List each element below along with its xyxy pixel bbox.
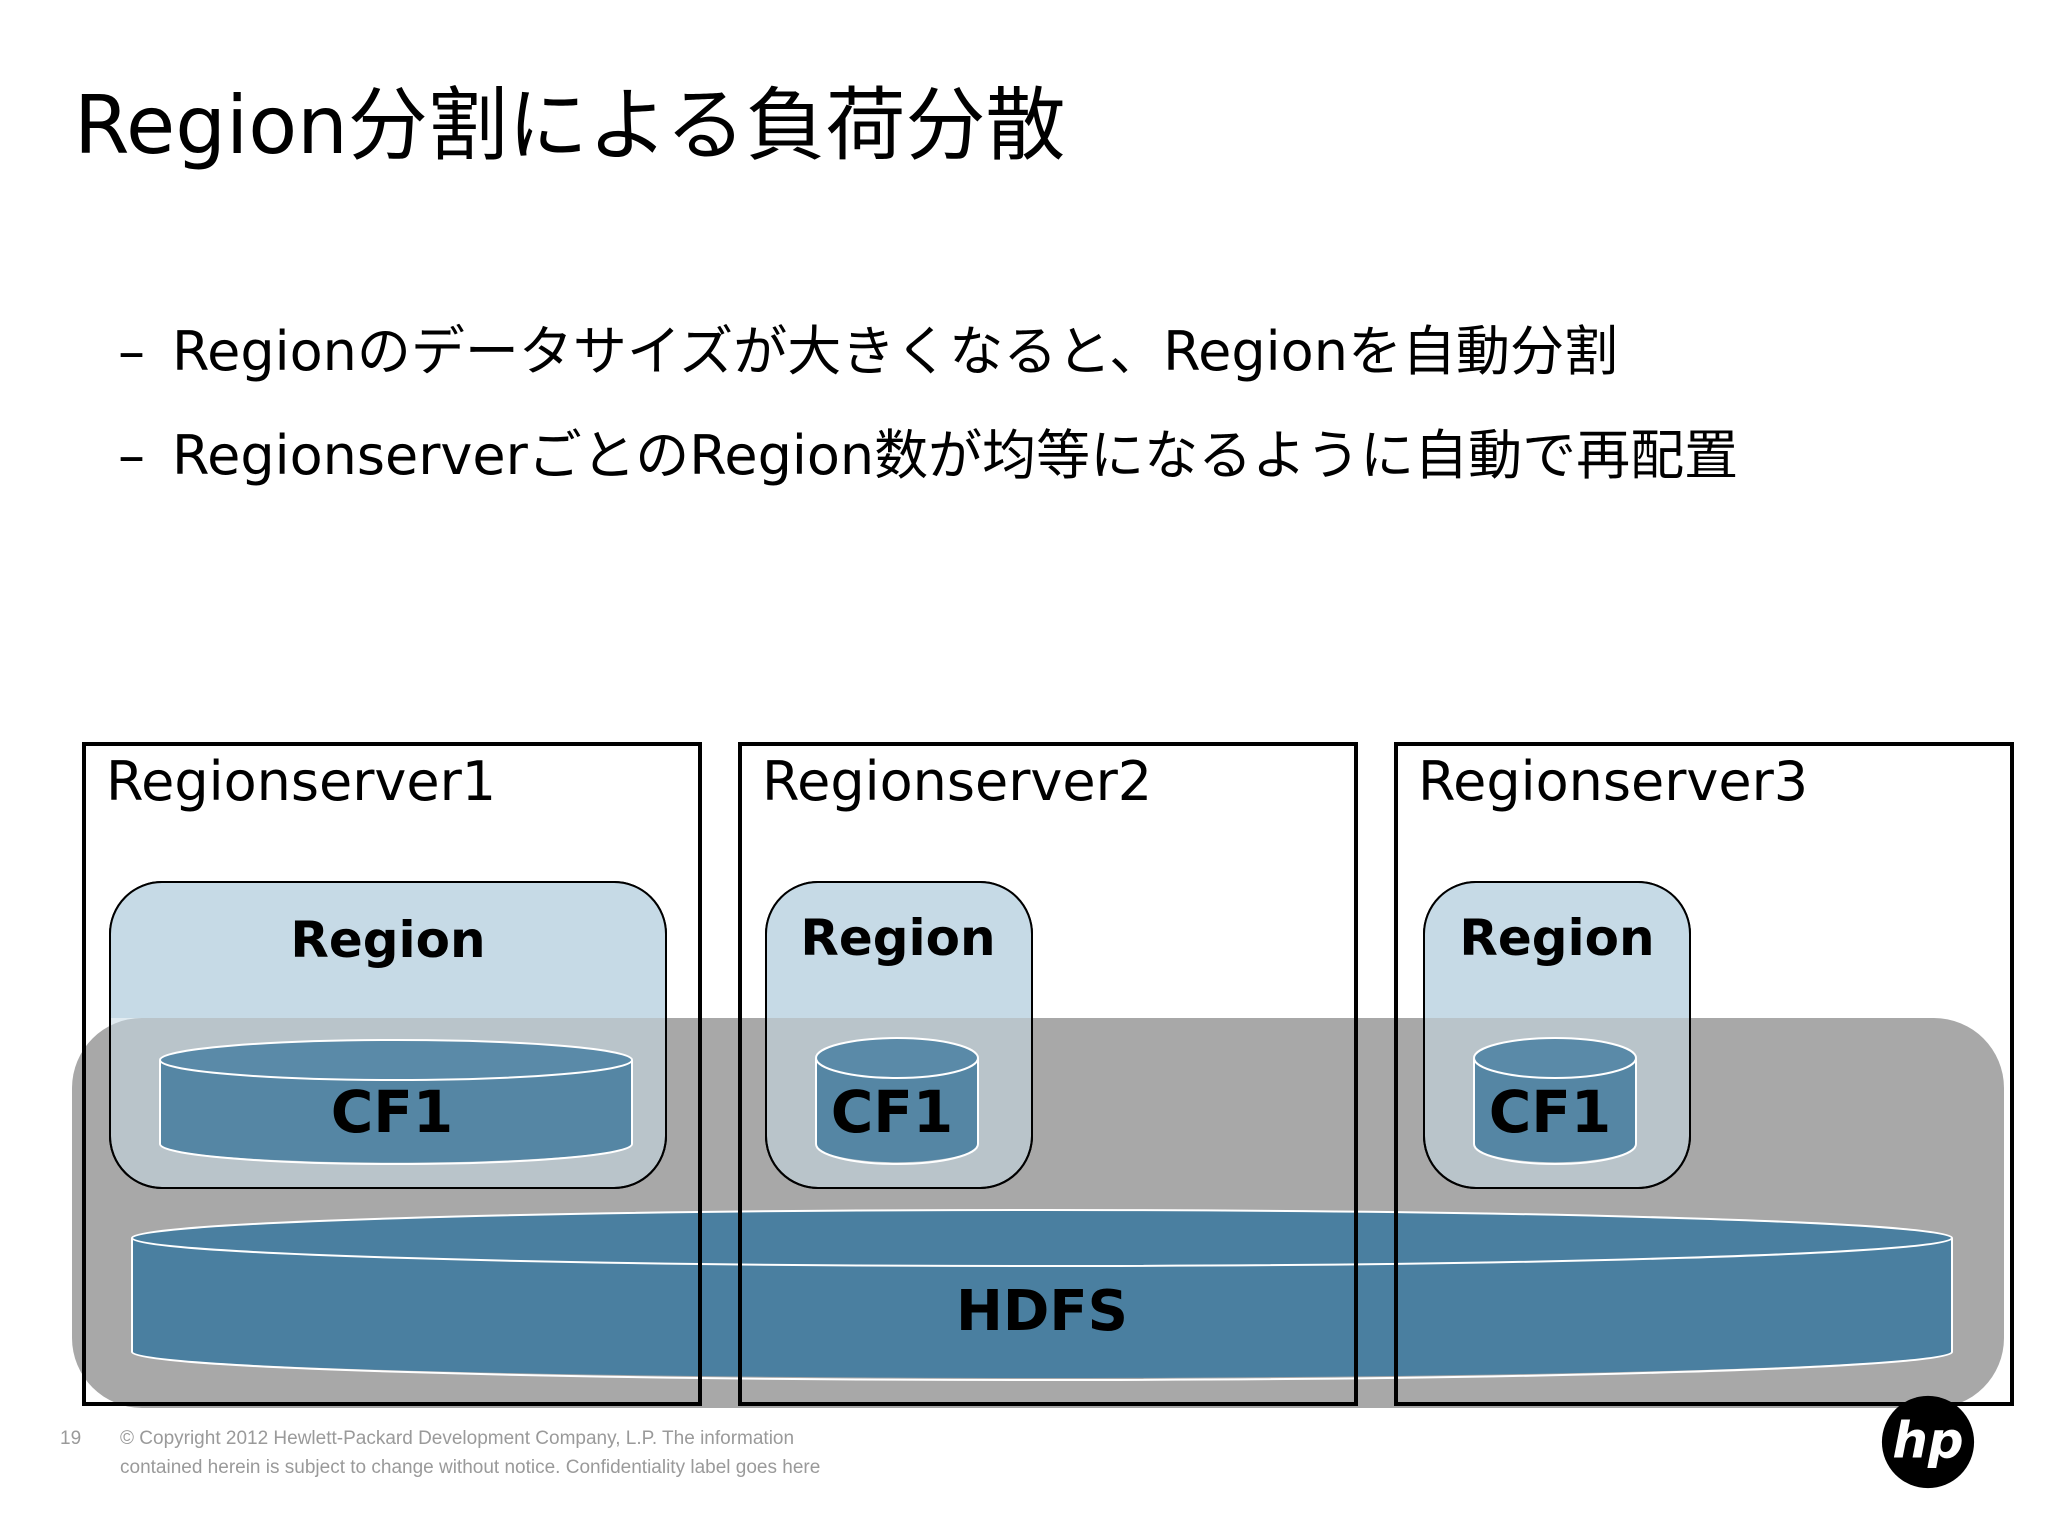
regionserver-label: Regionserver3 bbox=[1418, 750, 1808, 813]
region-label: Region bbox=[800, 909, 995, 967]
page-number: 19 bbox=[60, 1428, 82, 1449]
bullet-list: –Regionのデータサイズが大きくなると、Regionを自動分割 –Regio… bbox=[118, 300, 1738, 508]
region-3: Region CF1 bbox=[1423, 881, 1691, 1189]
regionserver-3: Regionserver3 bbox=[1394, 742, 2014, 1406]
hp-logo-text: hp bbox=[1892, 1411, 1963, 1469]
region-2: Region CF1 bbox=[765, 881, 1033, 1189]
region-highlight bbox=[766, 882, 1032, 1018]
hp-logo: hp bbox=[1881, 1395, 1975, 1489]
bullet-text: Regionのデータサイズが大きくなると、Regionを自動分割 bbox=[172, 320, 1618, 383]
region-1: Region CF1 bbox=[109, 881, 667, 1189]
regionserver-frame bbox=[1394, 742, 2014, 1406]
copyright-notice: © Copyright 2012 Hewlett-Packard Develop… bbox=[120, 1424, 1020, 1482]
copyright-line: © Copyright 2012 Hewlett-Packard Develop… bbox=[120, 1428, 795, 1449]
cf-label: CF1 bbox=[831, 1078, 954, 1146]
region-label: Region bbox=[1459, 909, 1654, 967]
bullet-text: RegionserverごとのRegion数が均等になるように自動で再配置 bbox=[172, 424, 1739, 487]
cf-cylinder: CF1 bbox=[815, 1037, 979, 1165]
regionserver-frame bbox=[738, 742, 1358, 1406]
region-outline bbox=[109, 881, 667, 1189]
region-outline bbox=[1423, 881, 1691, 1189]
region-outline bbox=[765, 881, 1033, 1189]
region-label: Region bbox=[290, 911, 485, 969]
cf-label: CF1 bbox=[1489, 1078, 1612, 1146]
hdfs-label: HDFS bbox=[956, 1279, 1128, 1344]
regionserver-frame bbox=[82, 742, 702, 1406]
cf-cylinder: CF1 bbox=[159, 1039, 633, 1165]
copyright-line: contained herein is subject to change wi… bbox=[120, 1457, 821, 1478]
region-highlight bbox=[110, 882, 666, 1018]
hdfs-cylinder: HDFS bbox=[131, 1209, 1953, 1381]
regionserver-2: Regionserver2 bbox=[738, 742, 1358, 1406]
regionserver-label: Regionserver1 bbox=[106, 750, 496, 813]
regionserver-1: Regionserver1 bbox=[82, 742, 702, 1406]
bullet-item: –Regionのデータサイズが大きくなると、Regionを自動分割 bbox=[118, 300, 1738, 404]
region-highlight bbox=[1424, 882, 1690, 1018]
bullet-dash: – bbox=[118, 320, 145, 383]
cf-cylinder: CF1 bbox=[1473, 1037, 1637, 1165]
regionserver-label: Regionserver2 bbox=[762, 750, 1152, 813]
cf-label: CF1 bbox=[331, 1078, 454, 1146]
bullet-item: –RegionserverごとのRegion数が均等になるように自動で再配置 bbox=[118, 404, 1738, 508]
bullet-dash: – bbox=[118, 424, 145, 487]
slide-title: Region分割による負荷分散 bbox=[74, 79, 1066, 172]
